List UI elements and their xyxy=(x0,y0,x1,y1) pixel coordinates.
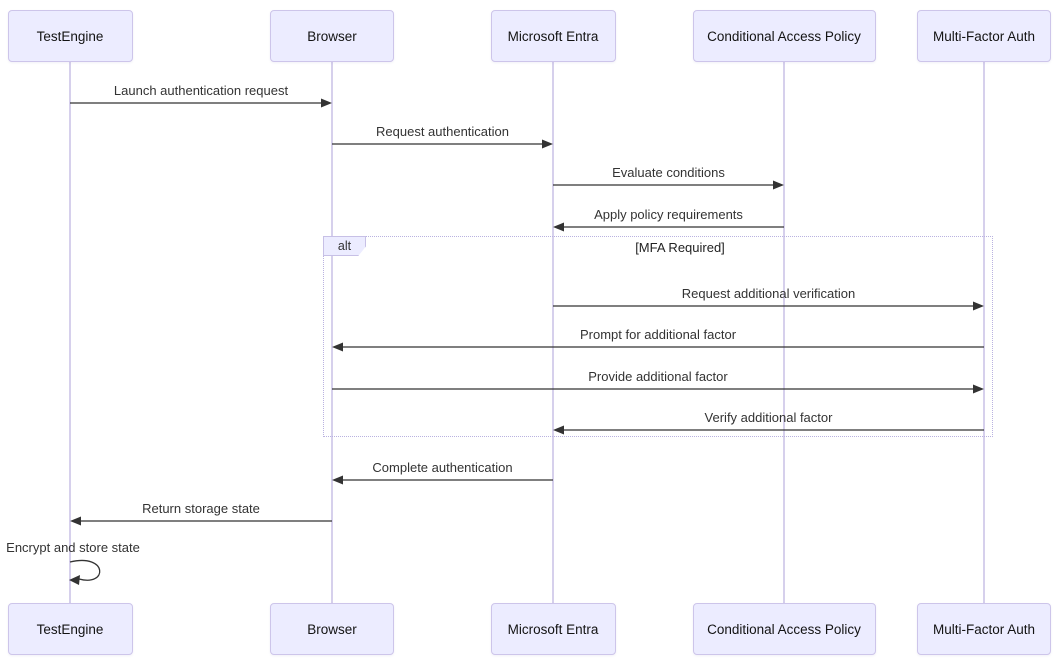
lifeline-mfa xyxy=(983,62,985,603)
actor-box-mfa-bottom: Multi-Factor Auth xyxy=(917,603,1051,655)
arrowhead xyxy=(321,98,332,108)
actor-box-testengine-top: TestEngine xyxy=(7,10,133,62)
actor-label: Browser xyxy=(307,621,357,637)
arrowhead xyxy=(542,139,553,149)
actor-label: Conditional Access Policy xyxy=(707,621,861,637)
alt-frame-condition: [MFA Required] xyxy=(635,240,725,255)
actor-box-entra-top: Microsoft Entra xyxy=(490,10,616,62)
message-label: Launch authentication request xyxy=(113,83,289,98)
actor-label: Microsoft Entra xyxy=(507,621,599,637)
message-label: Verify additional factor xyxy=(704,410,833,425)
actor-box-testengine-bottom: TestEngine xyxy=(7,603,133,655)
arrowhead xyxy=(773,180,784,190)
arrowhead xyxy=(332,342,343,352)
message-label: Evaluate conditions xyxy=(612,165,725,180)
message-label: Complete authentication xyxy=(372,460,513,475)
alt-frame-label: alt xyxy=(323,236,366,256)
actor-label: Microsoft Entra xyxy=(507,28,599,44)
arrowhead xyxy=(332,475,343,485)
actor-label: Browser xyxy=(307,28,357,44)
message-label: Request authentication xyxy=(376,124,509,139)
arrowhead xyxy=(973,301,984,311)
message-label: Provide additional factor xyxy=(588,369,728,384)
actor-label: Multi-Factor Auth xyxy=(932,28,1036,44)
arrowhead xyxy=(553,222,564,232)
arrowhead xyxy=(553,425,564,435)
arrowhead xyxy=(70,516,81,526)
message-label: Return storage state xyxy=(142,501,260,516)
message-label: Apply policy requirements xyxy=(594,207,743,222)
message-label: Request additional verification xyxy=(681,286,856,301)
arrowhead xyxy=(69,575,80,585)
alt-frame xyxy=(323,236,993,437)
actor-box-cap-bottom: Conditional Access Policy xyxy=(692,603,876,655)
actor-box-entra-bottom: Microsoft Entra xyxy=(490,603,616,655)
lifeline-browser xyxy=(331,62,333,603)
message-label: Prompt for additional factor xyxy=(579,327,737,342)
lifeline-entra xyxy=(552,62,554,603)
message-label: Encrypt and store state xyxy=(6,540,140,555)
lifeline-testengine xyxy=(69,62,71,603)
actor-box-browser-bottom: Browser xyxy=(270,603,394,655)
actor-box-mfa-top: Multi-Factor Auth xyxy=(917,10,1051,62)
actor-label: TestEngine xyxy=(36,28,104,44)
actor-label: Multi-Factor Auth xyxy=(932,621,1036,637)
actor-box-cap-top: Conditional Access Policy xyxy=(692,10,876,62)
lifeline-cap xyxy=(783,62,785,603)
actor-label: Conditional Access Policy xyxy=(707,28,861,44)
actor-label: TestEngine xyxy=(36,621,104,637)
actor-box-browser-top: Browser xyxy=(270,10,394,62)
self-message-arrow xyxy=(69,559,101,581)
arrowhead xyxy=(973,384,984,394)
